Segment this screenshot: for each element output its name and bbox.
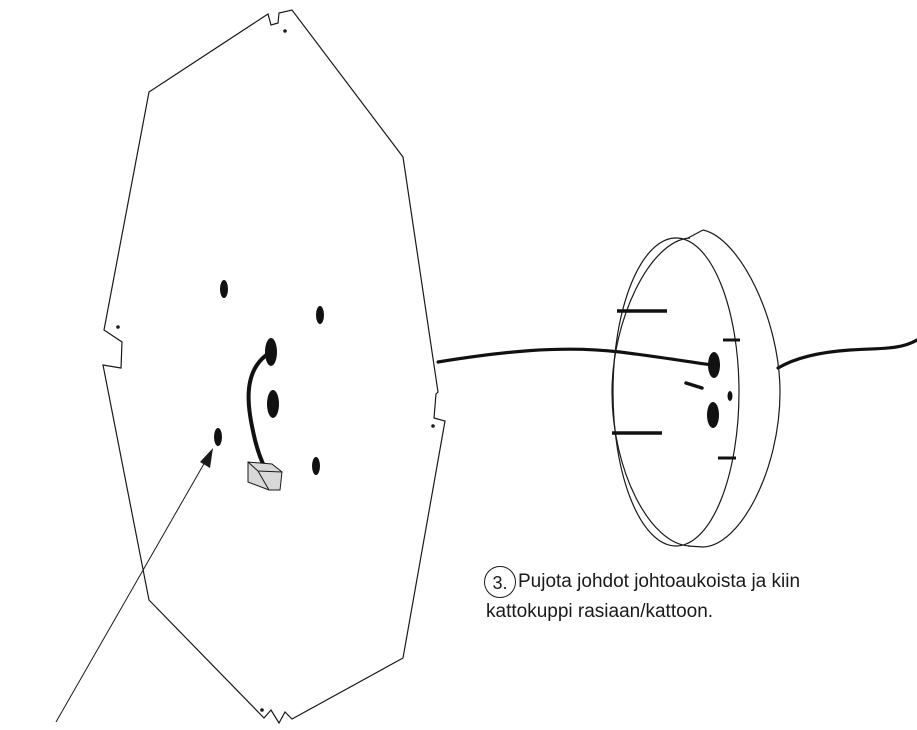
step-text-line2: kattokuppi rasiaan/kattoon.: [486, 601, 714, 622]
supply-cable-left: [436, 347, 714, 367]
mount-hole: [316, 306, 324, 324]
mount-hole: [312, 457, 320, 475]
terminal-block: [247, 461, 283, 491]
notch-dot-bottom: [260, 708, 264, 712]
lamp-base-plate: [102, 9, 446, 725]
cup-small-hole: [727, 391, 733, 401]
pointer-arrow: [55, 448, 213, 723]
mount-hole: [220, 280, 228, 298]
notch-dot-top: [283, 29, 287, 33]
internal-cable: [246, 350, 273, 470]
step-text-line1: Pujota johdot johtoaukoista ja kiin: [518, 571, 801, 592]
step-number-badge: 3.: [484, 566, 516, 598]
cup-screw-hole: [707, 402, 719, 428]
cup-cable-hole: [708, 352, 720, 378]
notch-dot-left: [116, 325, 120, 329]
ceiling-cup: [611, 229, 781, 548]
notch-dot-right: [431, 424, 435, 428]
mount-hole: [214, 428, 222, 446]
supply-cable-right: [776, 338, 917, 370]
cable-hole-lower: [267, 390, 279, 418]
step-instruction: 3.Pujota johdot johtoaukoista ja kiin ka…: [484, 566, 917, 624]
